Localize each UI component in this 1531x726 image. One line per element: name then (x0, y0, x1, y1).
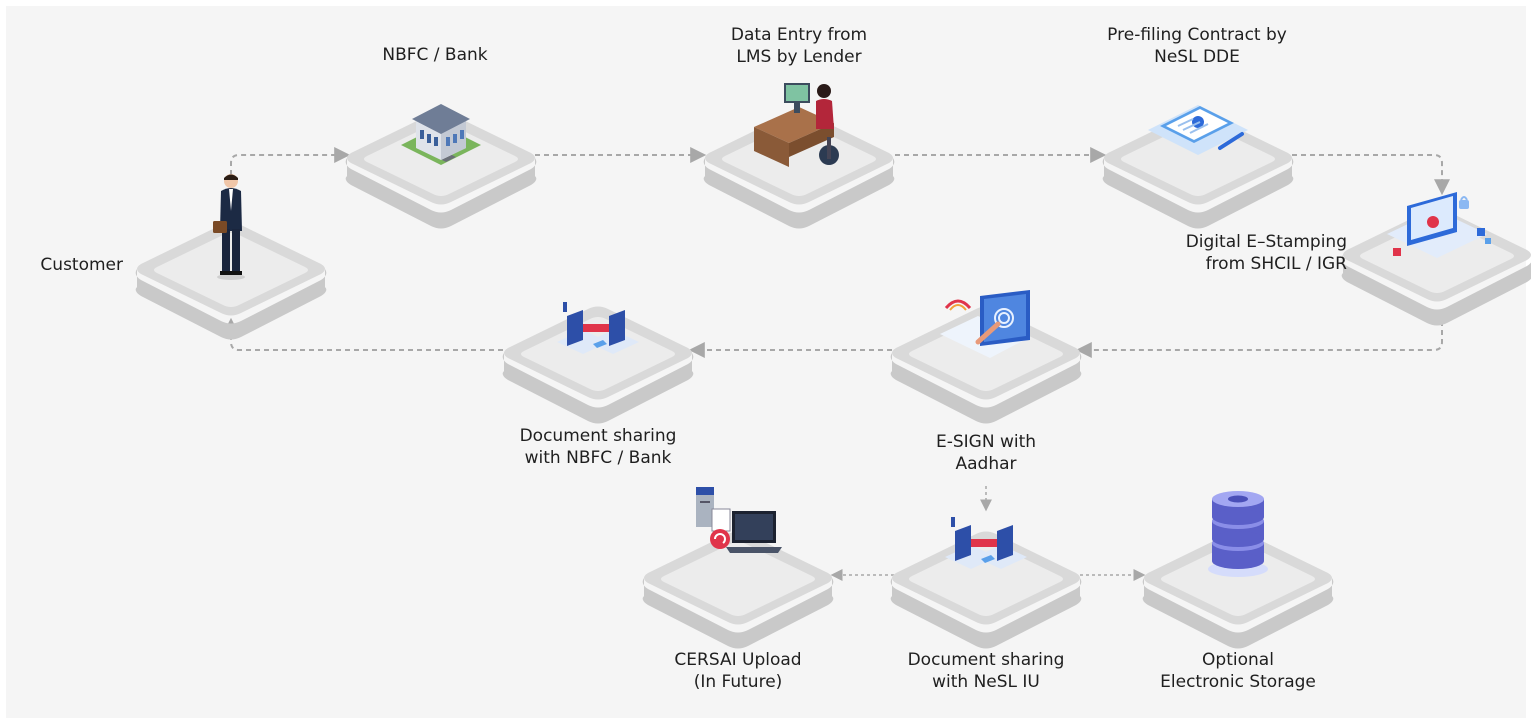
node-label: Data Entry from LMS by Lender (730, 25, 868, 67)
secure-dashboard-icon (1387, 192, 1491, 258)
edge-prefiling-to-estamping (1292, 154, 1450, 196)
node-customer: Customer (40, 174, 327, 340)
node-prefiling: Pre-filing Contract by NeSL DDE (1102, 25, 1294, 229)
node-label: E-SIGN with Aadhar (935, 432, 1037, 474)
node-plate (890, 531, 1082, 649)
node-share-nesl: Document sharing with NeSL IU (890, 517, 1082, 692)
node-plate (135, 222, 327, 340)
node-plate (642, 531, 834, 649)
contract-document-icon (1148, 105, 1248, 155)
node-label: Optional Electronic Storage (1160, 650, 1316, 692)
node-estamping: Digital E–Stamping from SHCIL / IGR (1186, 192, 1531, 326)
node-data-entry: Data Entry from LMS by Lender (703, 25, 895, 229)
document-transfer-icon (945, 517, 1027, 569)
node-plate (1142, 531, 1334, 649)
node-label: CERSAI Upload (In Future) (674, 650, 802, 692)
node-label: Customer (40, 255, 123, 275)
businessman-icon (213, 174, 245, 280)
desk-worker-icon (754, 83, 839, 167)
edge-estamping-to-esign (1075, 312, 1443, 358)
node-esign: E-SIGN with Aadhar (890, 290, 1082, 474)
edge-share-bank-to-customer (223, 317, 503, 351)
bank-building-icon (401, 104, 481, 165)
document-transfer-icon (557, 302, 639, 354)
node-label: Document sharing with NBFC / Bank (519, 426, 677, 468)
server-laptop-upload-icon (696, 487, 782, 553)
node-label: Digital E–Stamping from SHCIL / IGR (1185, 232, 1347, 274)
database-stack-icon (1208, 491, 1268, 577)
node-bank: NBFC / Bank (345, 45, 537, 229)
node-cersai: CERSAI Upload (In Future) (642, 487, 834, 692)
node-plate (502, 306, 694, 424)
node-label: Pre-filing Contract by NeSL DDE (1107, 25, 1287, 67)
node-plate (1102, 111, 1294, 229)
fingerprint-sign-icon (940, 290, 1030, 358)
node-storage: Optional Electronic Storage (1142, 491, 1334, 692)
node-label: Document sharing with NeSL IU (907, 650, 1065, 692)
edge-customer-to-bank (230, 147, 351, 184)
node-share-bank: Document sharing with NBFC / Bank (502, 302, 694, 468)
node-label: NBFC / Bank (382, 45, 488, 65)
